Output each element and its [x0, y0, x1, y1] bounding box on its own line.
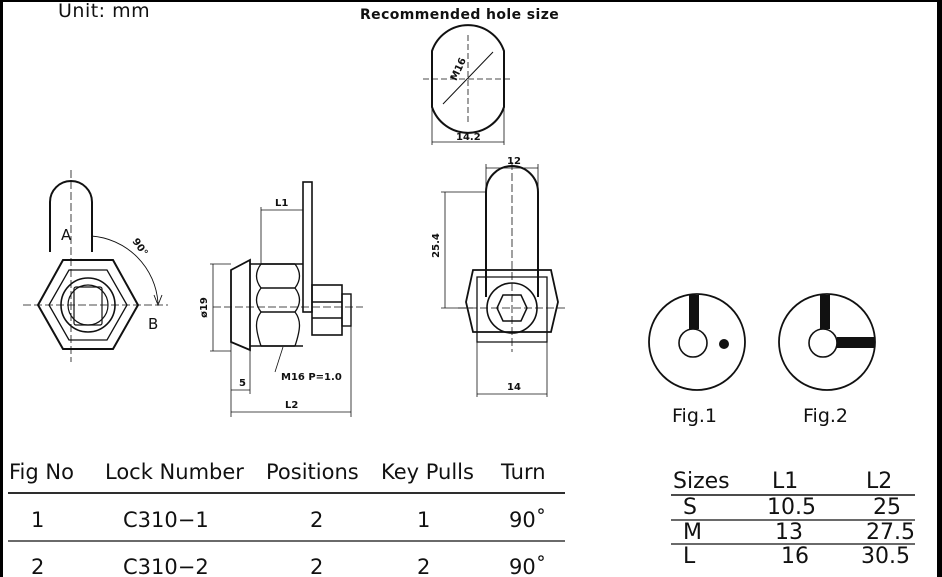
fig1-label: Fig.1 — [672, 405, 718, 427]
fig2-diagram — [778, 293, 876, 391]
size-cell: M — [683, 520, 702, 545]
size-header-l1: L1 — [772, 469, 799, 494]
technical-drawing — [8, 24, 915, 545]
table-cell: 2 — [31, 555, 45, 577]
size-cell: 16 — [781, 544, 809, 569]
table-cell: C310−2 — [123, 555, 209, 577]
dim-l2-label: L2 — [285, 400, 299, 411]
table-cell: 90˚ — [509, 555, 547, 577]
hole-flat-label: 14.2 — [456, 132, 481, 143]
header-lock-number: Lock Number — [105, 460, 244, 484]
table-cell: 90˚ — [509, 508, 547, 532]
position-b-label: B — [148, 315, 159, 333]
size-header-sizes: Sizes — [673, 469, 730, 494]
table-cell: 2 — [310, 555, 324, 577]
recommended-hole-title: Recommended hole size — [360, 7, 560, 23]
size-header-l2: L2 — [866, 469, 893, 494]
unit-label: Unit: mm — [58, 2, 151, 22]
dim-25-4-label: 25.4 — [430, 233, 442, 258]
dim-5-label: 5 — [239, 378, 246, 389]
header-positions: Positions — [266, 460, 359, 484]
size-cell: L — [683, 544, 696, 569]
size-cell: 10.5 — [767, 495, 816, 520]
dim-12-label: 12 — [507, 156, 521, 167]
front-view — [23, 170, 168, 362]
side-view — [210, 181, 363, 417]
dim-19-label: ø19 — [198, 297, 210, 318]
thread-label: M16 P=1.0 — [281, 372, 342, 383]
rear-view — [441, 162, 568, 397]
fig2-label: Fig.2 — [803, 405, 849, 427]
header-turn: Turn — [501, 460, 546, 484]
size-cell: 30.5 — [861, 544, 910, 569]
table-cell: 1 — [31, 508, 45, 532]
hole-size-view — [423, 24, 513, 145]
drawing-sheet: Unit: mm Recommended hole size — [3, 2, 937, 577]
size-cell: 13 — [775, 520, 803, 545]
table-cell: 2 — [417, 555, 431, 577]
dim-l1-label: L1 — [275, 198, 289, 209]
size-cell: 25 — [873, 495, 901, 520]
header-key-pulls: Key Pulls — [381, 460, 474, 484]
size-cell: 27.5 — [866, 520, 915, 545]
size-cell: S — [683, 495, 697, 520]
table-cell: 1 — [417, 508, 431, 532]
table-cell: 2 — [310, 508, 324, 532]
table-cell: C310−1 — [123, 508, 209, 532]
position-a-label: A — [61, 226, 72, 244]
fig1-diagram — [648, 293, 746, 391]
dim-14-label: 14 — [507, 382, 521, 393]
header-fig-no: Fig No — [9, 460, 74, 484]
